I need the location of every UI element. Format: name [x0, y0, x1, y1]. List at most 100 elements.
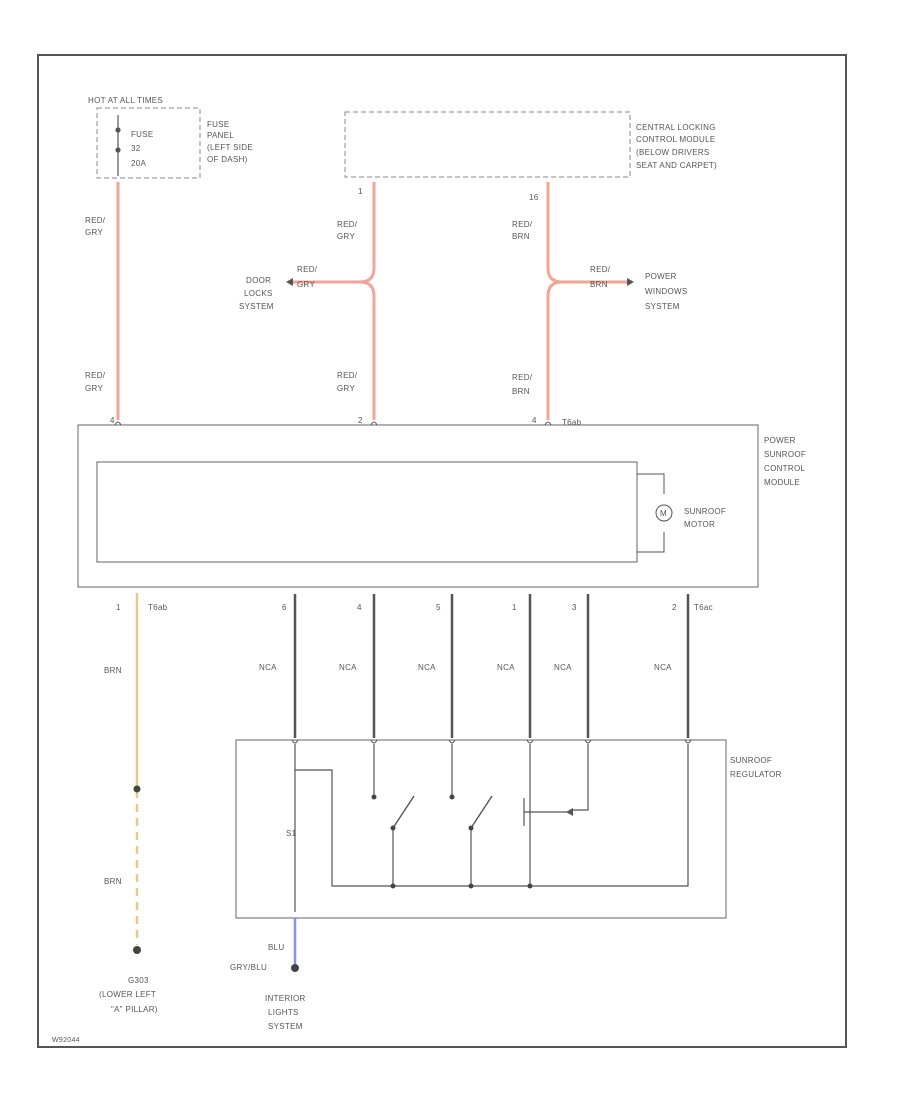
regulator-outline	[235, 739, 727, 919]
door-locks-branch-label-1: RED/	[297, 265, 318, 274]
middle-wire-label-top-2: GRY	[337, 232, 355, 241]
interior-wire-label-1: BLU	[268, 943, 284, 952]
module-bottom-pin-5: 1	[512, 603, 517, 612]
sunroof-motor-icon	[637, 473, 673, 553]
middle-wire-label-top-1: RED/	[337, 220, 358, 229]
fuse-block-outline	[96, 107, 201, 179]
power-windows-branch-label-2: BRN	[590, 280, 608, 289]
right-wire-label-top-1: RED/	[512, 220, 533, 229]
regulator-junction-dots	[390, 883, 533, 889]
fuse-symbol	[115, 115, 121, 176]
middle-wire	[359, 182, 376, 420]
nca-label-2: NCA	[339, 663, 357, 672]
right-wire	[546, 182, 563, 420]
regulator-switch-2	[449, 794, 493, 831]
nca-label-1: NCA	[259, 663, 277, 672]
module-top-connector: T6ab	[562, 418, 582, 427]
ground-splice-dot	[133, 785, 141, 793]
module-bottom-connector-left: T6ab	[148, 603, 168, 612]
regulator-label-2: REGULATOR	[730, 770, 782, 779]
power-windows-label-3: SYSTEM	[645, 302, 680, 311]
middle-wire-label-bottom-1: RED/	[337, 371, 358, 380]
fuse-wire-label-top-2: GRY	[85, 228, 103, 237]
footer-code: W92044	[52, 1037, 80, 1044]
fuse-wire-label-bottom-1: RED/	[85, 371, 106, 380]
module-bottom-pin-7: 2	[672, 603, 677, 612]
ground-wire-label-top: BRN	[104, 666, 122, 675]
fuse-text-line-2: 32	[131, 144, 141, 153]
module-top-connector-marks	[114, 421, 552, 426]
fuse-location-line-3: (LEFT SIDE	[207, 143, 253, 152]
module-bottom-pin-2: 6	[282, 603, 287, 612]
central-locking-outline	[344, 111, 631, 178]
power-windows-arrow-icon	[627, 278, 634, 286]
door-locks-arrow-icon	[286, 278, 293, 286]
ground-wire-label-bottom: BRN	[104, 877, 122, 886]
module-label-2: SUNROOF	[764, 450, 806, 459]
central-locking-pin-right: 16	[529, 193, 539, 202]
nca-label-6: NCA	[654, 663, 672, 672]
nca-label-5: NCA	[554, 663, 572, 672]
regulator-switch-label: S1	[286, 829, 297, 838]
module-bottom-pin-1: 1	[116, 603, 121, 612]
central-locking-pin-left: 1	[358, 187, 363, 196]
regulator-internal-wiring	[294, 744, 689, 912]
fuse-text-line-1: FUSE	[131, 130, 154, 139]
control-module-outline	[77, 424, 759, 588]
regulator-connector-marks	[291, 739, 692, 744]
module-bottom-pin-3: 4	[357, 603, 362, 612]
right-wire-label-bottom-1: RED/	[512, 373, 533, 382]
outer-border	[37, 54, 847, 1048]
door-locks-label-2: LOCKS	[244, 289, 273, 298]
module-label-3: CONTROL	[764, 464, 805, 473]
nca-label-4: NCA	[497, 663, 515, 672]
fuse-wire-label-top-1: RED/	[85, 216, 106, 225]
door-locks-branch-label-2: GRY	[297, 280, 315, 289]
interior-lights-label-2: LIGHTS	[268, 1008, 299, 1017]
regulator-label-1: SUNROOF	[730, 756, 772, 765]
power-windows-branch-label-1: RED/	[590, 265, 611, 274]
module-bottom-pin-4: 5	[436, 603, 441, 612]
fuse-header-label: HOT AT ALL TIMES	[88, 96, 163, 105]
fuse-wire-label-bottom-2: GRY	[85, 384, 103, 393]
module-top-pin-3: 4	[532, 416, 537, 425]
right-wire-label-top-2: BRN	[512, 232, 530, 241]
regulator-switch-1	[371, 794, 415, 831]
control-module-inner-box	[96, 461, 638, 563]
central-locking-label-1: CENTRAL LOCKING	[636, 123, 716, 132]
ground-terminal-dot	[133, 946, 141, 954]
fuse-location-line-2: PANEL	[207, 131, 234, 140]
fuse-location-line-1: FUSE	[207, 120, 230, 129]
sunroof-motor-label-1: SUNROOF	[684, 507, 726, 516]
power-windows-label-2: WINDOWS	[645, 287, 688, 296]
module-top-pin-1: 4	[110, 416, 115, 425]
module-label-1: POWER	[764, 436, 796, 445]
interior-wire-label-2: GRY/BLU	[230, 963, 267, 972]
central-locking-label-3: (BELOW DRIVERS	[636, 148, 710, 157]
interior-lights-label-1: INTERIOR	[265, 994, 306, 1003]
middle-wire-label-bottom-2: GRY	[337, 384, 355, 393]
fuse-location-line-4: OF DASH)	[207, 155, 248, 164]
module-bottom-connector-right: T6ac	[694, 603, 713, 612]
door-locks-label-3: SYSTEM	[239, 302, 274, 311]
ground-label-3: "A" PILLAR)	[111, 1005, 158, 1014]
sunroof-motor-symbol: M	[660, 509, 667, 518]
module-label-4: MODULE	[764, 478, 800, 487]
central-locking-label-2: CONTROL MODULE	[636, 135, 715, 144]
interior-lights-terminal-dot	[291, 964, 299, 972]
module-bottom-pin-6: 3	[572, 603, 577, 612]
ground-label-2: (LOWER LEFT	[99, 990, 156, 999]
fuse-text-line-3: 20A	[131, 159, 146, 168]
door-locks-label-1: DOOR	[246, 276, 271, 285]
central-locking-label-4: SEAT AND CARPET)	[636, 161, 717, 170]
module-top-pin-2: 2	[358, 416, 363, 425]
nca-harness-wires	[293, 594, 690, 738]
sunroof-motor-label-2: MOTOR	[684, 520, 715, 529]
nca-label-3: NCA	[418, 663, 436, 672]
ground-label-1: G303	[128, 976, 149, 985]
interior-lights-label-3: SYSTEM	[268, 1022, 303, 1031]
power-windows-label-1: POWER	[645, 272, 677, 281]
right-wire-label-bottom-2: BRN	[512, 387, 530, 396]
